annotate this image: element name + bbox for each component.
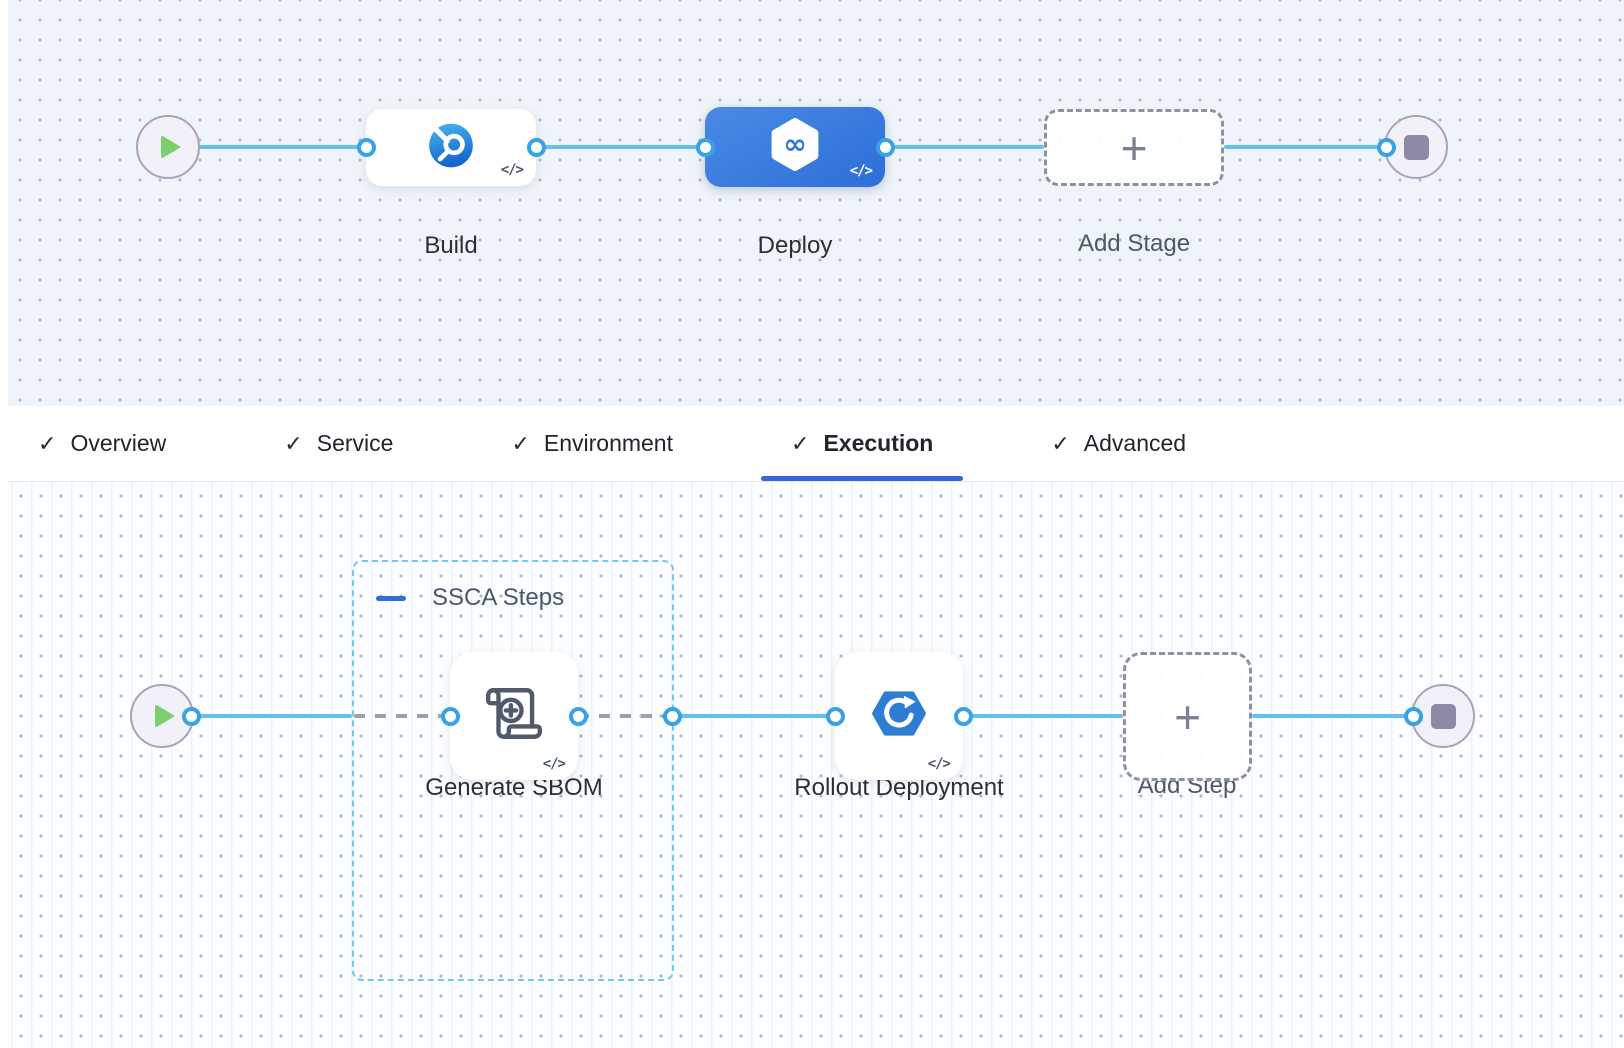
- check-icon: ✓: [1051, 430, 1070, 456]
- connector: [674, 714, 835, 718]
- add-stage-button[interactable]: +: [1044, 109, 1224, 186]
- tab-label: Execution: [823, 430, 934, 456]
- execution-canvas[interactable]: SSCA Steps </>: [0, 482, 1624, 1048]
- stop-icon: [1430, 703, 1456, 729]
- port[interactable]: [182, 707, 201, 726]
- connector: [1252, 714, 1413, 718]
- stage-label-build: Build: [424, 232, 478, 259]
- tab-label: Advanced: [1083, 430, 1187, 456]
- port[interactable]: [826, 707, 845, 726]
- step-node-rollout-deployment[interactable]: </>: [835, 652, 963, 780]
- plus-icon: +: [1174, 690, 1201, 743]
- connector: [963, 714, 1123, 718]
- stage-label-add-stage: Add Stage: [1077, 230, 1191, 257]
- play-icon: [161, 135, 181, 159]
- connector: [1224, 145, 1386, 149]
- cd-hexagon-infinity-icon: ∞: [768, 118, 822, 177]
- tab-label: Service: [316, 430, 394, 456]
- stage-node-deploy[interactable]: ∞ </>: [705, 107, 885, 187]
- left-panel-gutter: [0, 0, 8, 1048]
- tab-overview[interactable]: ✓ Overview: [38, 406, 166, 481]
- tab-execution[interactable]: ✓ Execution: [760, 406, 964, 481]
- check-icon: ✓: [38, 430, 57, 456]
- port[interactable]: [569, 707, 588, 726]
- port[interactable]: [696, 138, 715, 157]
- pipeline-start-node: [136, 115, 200, 179]
- pipeline-end-node: [1384, 115, 1448, 179]
- port[interactable]: [527, 138, 546, 157]
- port[interactable]: [441, 707, 460, 726]
- tab-label: Environment: [543, 430, 673, 456]
- port[interactable]: [663, 707, 682, 726]
- tab-environment[interactable]: ✓ Environment: [511, 406, 673, 481]
- step-group-ssca[interactable]: SSCA Steps: [352, 560, 674, 981]
- connector: [885, 145, 1044, 149]
- step-group-title: SSCA Steps: [432, 584, 565, 611]
- rollout-hexagon-icon: [871, 686, 927, 747]
- yaml-code-icon[interactable]: </>: [927, 756, 951, 772]
- check-icon: ✓: [511, 430, 530, 456]
- stage-node-build[interactable]: </>: [366, 109, 536, 186]
- collapse-group-icon[interactable]: [376, 595, 406, 601]
- stage-label-deploy: Deploy: [757, 232, 833, 259]
- stage-canvas[interactable]: </> ∞ </> + Build Deploy Add Stage: [0, 0, 1624, 406]
- stage-config-tabbar: ✓ Overview ✓ Service ✓ Environment ✓ Exe…: [0, 406, 1624, 482]
- tab-label: Overview: [70, 430, 167, 456]
- step-node-generate-sbom[interactable]: </>: [450, 652, 578, 780]
- yaml-code-icon[interactable]: </>: [542, 756, 566, 772]
- port[interactable]: [954, 707, 973, 726]
- infinity-glyph: ∞: [783, 127, 806, 160]
- add-step-button[interactable]: +: [1123, 652, 1252, 781]
- port[interactable]: [357, 138, 376, 157]
- connector-dashed: [578, 714, 672, 718]
- connector-dashed: [354, 714, 450, 718]
- port[interactable]: [876, 138, 895, 157]
- play-icon: [155, 704, 175, 728]
- connector: [536, 145, 705, 149]
- connector: [197, 145, 366, 149]
- check-icon: ✓: [791, 430, 810, 456]
- port[interactable]: [1404, 707, 1423, 726]
- tab-service[interactable]: ✓ Service: [284, 406, 393, 481]
- stop-icon: [1403, 134, 1429, 160]
- yaml-code-icon[interactable]: </>: [500, 162, 524, 178]
- scroll-plus-icon: [483, 683, 545, 750]
- check-icon: ✓: [284, 430, 303, 456]
- tab-advanced[interactable]: ✓ Advanced: [1051, 406, 1186, 481]
- ci-build-icon: [426, 120, 476, 175]
- port[interactable]: [1377, 138, 1396, 157]
- connector: [191, 714, 352, 718]
- plus-icon: +: [1120, 121, 1148, 174]
- yaml-code-icon[interactable]: </>: [849, 163, 873, 179]
